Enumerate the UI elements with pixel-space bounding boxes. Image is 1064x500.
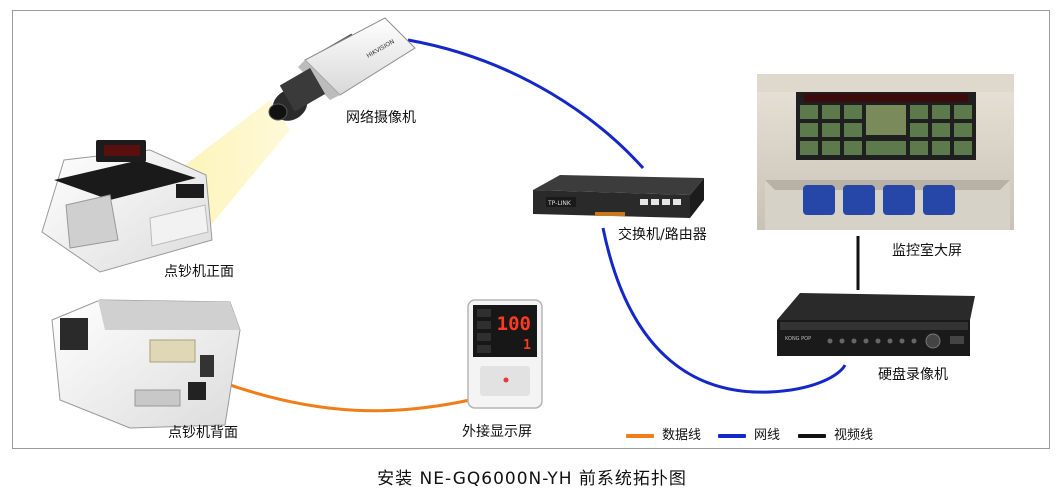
display-count-top: 100: [497, 313, 531, 335]
legend-swatch: [718, 433, 746, 438]
network-camera-icon: HIKVISION: [268, 17, 416, 121]
monitor-room-label: 监控室大屏: [892, 243, 962, 259]
counter-back-label: 点钞机背面: [168, 425, 238, 441]
switch-label: 交换机/路由器: [618, 227, 707, 243]
camera-label: 网络摄像机: [346, 110, 416, 126]
counter-front-icon: [41, 140, 213, 273]
switch-icon: TP-LINK: [533, 175, 704, 218]
data-cable-counter-display: [207, 375, 471, 413]
legend-label: 数据线: [662, 428, 702, 443]
legend-label: 视频线: [834, 428, 874, 443]
display-count-bottom: 1: [523, 338, 531, 353]
legend-swatch: [626, 433, 654, 438]
monitor-room-icon: [757, 74, 1014, 230]
network-cable-camera-switch: [407, 38, 645, 170]
nvr-label: 硬盘录像机: [878, 367, 948, 383]
diagram-caption: 安装 NE-GQ6000N-YH 前系统拓扑图: [377, 469, 687, 489]
legend-swatch: [798, 433, 826, 438]
counter-back-icon: [51, 299, 241, 429]
nvr-brand: KONG POP: [785, 336, 811, 342]
legend-item-video-cable: 视频线: [798, 424, 873, 443]
switch-brand: TP-LINK: [547, 200, 572, 207]
legend-item-data-cable: 数据线: [626, 424, 701, 443]
legend-label: 网线: [754, 428, 781, 443]
external-display-icon: 100 1: [467, 299, 543, 409]
external-display-label: 外接显示屏: [462, 424, 532, 440]
nvr-icon: KONG POP: [777, 293, 975, 356]
legend-item-network-cable: 网线: [718, 424, 780, 443]
counter-front-label: 点钞机正面: [164, 264, 234, 280]
network-cable-switch-nvr: [601, 227, 847, 394]
